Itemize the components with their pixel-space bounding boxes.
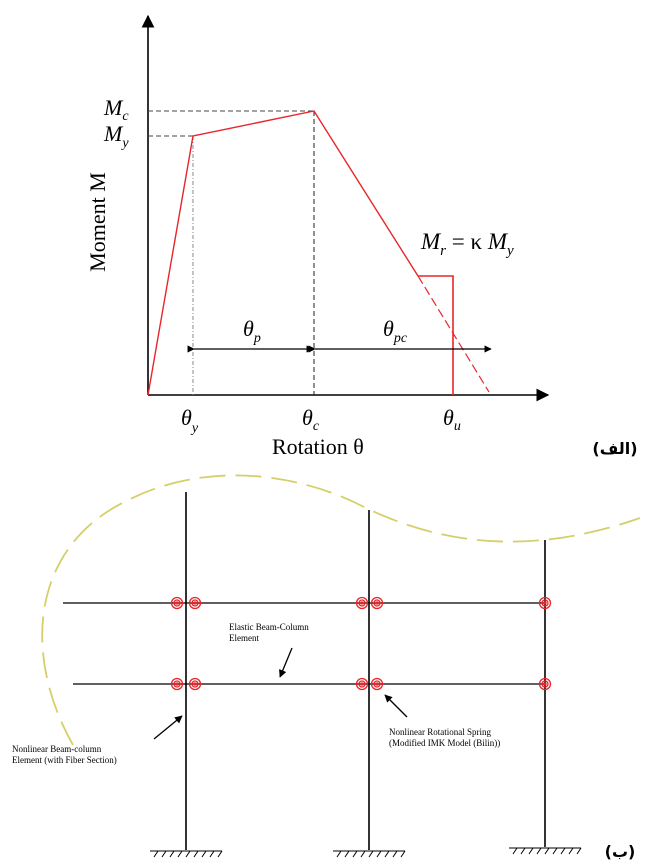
my-label: My: [103, 121, 129, 151]
theta-c-tick-label: θc: [302, 405, 320, 434]
theta-u-tick-label: θu: [443, 405, 461, 434]
backbone-curve: [147, 110, 419, 396]
spring-mid-lower-a: [355, 677, 369, 691]
spring-pointer-arrow: [384, 694, 408, 718]
spring-mid-upper-a: [355, 596, 369, 610]
elastic-element-pointer-arrow: [279, 647, 293, 678]
x-axis-title: Rotation θ: [272, 434, 364, 459]
spring-right-upper: [538, 596, 552, 610]
spring-right-lower: [538, 677, 552, 691]
theta-y-tick-label: θy: [181, 405, 199, 436]
panel-a-moment-rotation-diagram: Mc My θp θpc Mr = κ My θy θc θu Rotation…: [85, 14, 638, 459]
support-middle: [333, 850, 406, 858]
y-axis-title: Moment M: [85, 172, 110, 272]
residual-moment-formula: Mr = κ My: [420, 229, 514, 259]
fiber-element-pointer-arrow: [153, 715, 183, 740]
deformed-shape-dashed-curve: [41, 474, 641, 746]
elastic-element-annotation: Elastic Beam-Column Element: [229, 622, 311, 643]
theta-pc-label: θpc: [383, 316, 408, 346]
theta-p-label: θp: [243, 316, 261, 346]
spring-left-upper-a: [170, 596, 184, 610]
residual-plateau: [418, 275, 454, 395]
support-right: [509, 847, 582, 855]
rotational-spring-annotation: Nonlinear Rotational Spring (Modified IM…: [389, 727, 500, 748]
spring-mid-lower-b: [370, 677, 384, 691]
spring-left-lower-b: [188, 677, 202, 691]
panel-a-label: (الف): [592, 439, 637, 458]
rotational-springs: [170, 596, 552, 691]
spring-left-upper-b: [188, 596, 202, 610]
panel-b-frame-model: Elastic Beam-Column Element Nonlinear Ro…: [12, 474, 641, 861]
mc-label: Mc: [103, 95, 129, 124]
spring-mid-upper-b: [370, 596, 384, 610]
spring-left-lower-a: [170, 677, 184, 691]
fiber-element-annotation: Nonlinear Beam-column Element (with Fibe…: [12, 744, 117, 765]
support-left: [150, 850, 223, 858]
panel-b-label: (ب): [605, 842, 636, 861]
